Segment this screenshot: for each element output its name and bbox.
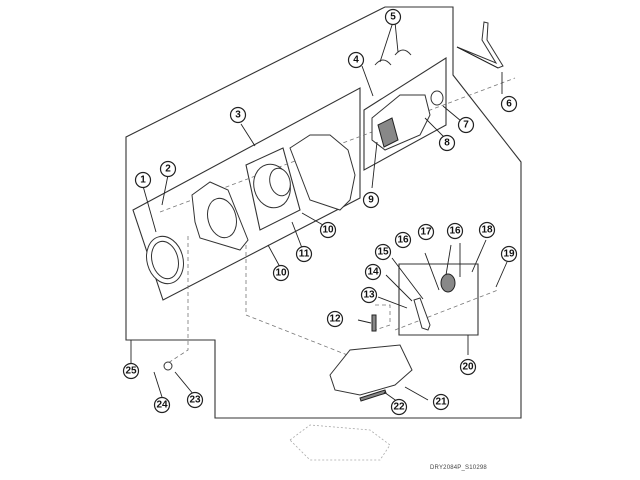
- callout-10-lower[interactable]: 10: [272, 264, 290, 282]
- svg-text:16: 16: [397, 235, 409, 246]
- svg-text:4: 4: [353, 55, 359, 66]
- callout-16-left[interactable]: 16: [394, 231, 412, 249]
- svg-text:6: 6: [506, 99, 512, 110]
- part-4-motor: [371, 94, 431, 151]
- svg-text:21: 21: [435, 397, 447, 408]
- svg-text:17: 17: [420, 227, 432, 238]
- part-cabinet-ghost: [289, 424, 391, 461]
- assembly-line-mount: [164, 236, 189, 366]
- part-12-spring: [371, 314, 377, 332]
- callout-16-right[interactable]: 16: [446, 222, 464, 240]
- outer-assembly-frame: [125, 6, 522, 419]
- svg-text:3: 3: [235, 110, 241, 121]
- callout-20[interactable]: 20: [459, 358, 477, 376]
- callout-14[interactable]: 14: [364, 263, 382, 281]
- part-blower-housing-front: [289, 134, 356, 211]
- assembly-line-idler: [394, 289, 499, 331]
- part-5-clamps: [374, 49, 412, 66]
- callout-4[interactable]: 4: [347, 51, 365, 69]
- callout-15[interactable]: 15: [374, 243, 392, 261]
- callout-8[interactable]: 8: [438, 134, 456, 152]
- callout-11[interactable]: 11: [295, 245, 313, 263]
- svg-text:11: 11: [299, 249, 310, 260]
- svg-text:1: 1: [140, 175, 146, 186]
- part-14-idler-arm: [413, 297, 431, 331]
- callout-10-upper[interactable]: 10: [319, 221, 337, 239]
- svg-text:18: 18: [481, 225, 493, 236]
- part-7-pulley: [430, 90, 444, 106]
- callout-17[interactable]: 17: [417, 223, 435, 241]
- drawing-code: DRY2084P_S10298: [430, 465, 487, 471]
- svg-text:9: 9: [368, 195, 374, 206]
- svg-text:8: 8: [444, 138, 450, 149]
- svg-text:23: 23: [189, 395, 201, 406]
- part-blower-housing-back: [191, 181, 249, 251]
- callout-22[interactable]: 22: [390, 398, 408, 416]
- callout-12[interactable]: 12: [326, 310, 344, 328]
- callout-6[interactable]: 6: [500, 95, 518, 113]
- assembly-line-12: [374, 304, 391, 331]
- callout-5[interactable]: 5: [384, 8, 402, 26]
- svg-text:22: 22: [393, 402, 405, 413]
- svg-text:19: 19: [503, 249, 515, 260]
- callout-19[interactable]: 19: [500, 245, 518, 263]
- callout-3[interactable]: 3: [229, 106, 247, 124]
- callout-1[interactable]: 1: [134, 171, 152, 189]
- svg-text:14: 14: [367, 267, 379, 278]
- part-1-seal-ring: [146, 235, 184, 285]
- assembly-line-base: [245, 245, 361, 361]
- callout-23[interactable]: 23: [186, 391, 204, 409]
- svg-text:15: 15: [377, 247, 389, 258]
- svg-text:10: 10: [322, 225, 334, 236]
- callout-9[interactable]: 9: [362, 191, 380, 209]
- part-6-wrench: [456, 21, 504, 69]
- svg-text:24: 24: [156, 400, 168, 411]
- svg-text:20: 20: [462, 362, 474, 373]
- blower-wheel-frame: [245, 147, 301, 231]
- part-17-idler-pulley: [440, 273, 456, 293]
- idler-assembly-frame: [398, 263, 479, 336]
- svg-text:10: 10: [275, 268, 287, 279]
- callout-24[interactable]: 24: [153, 396, 171, 414]
- part-23-grommet: [163, 361, 173, 371]
- part-22-motor-base: [329, 344, 413, 402]
- callout-21[interactable]: 21: [432, 393, 450, 411]
- callout-18[interactable]: 18: [478, 221, 496, 239]
- svg-text:2: 2: [165, 164, 171, 175]
- svg-text:16: 16: [449, 226, 461, 237]
- svg-text:12: 12: [329, 314, 341, 325]
- callout-25[interactable]: 25: [122, 362, 140, 380]
- svg-text:7: 7: [463, 120, 469, 131]
- callout-2[interactable]: 2: [159, 160, 177, 178]
- svg-text:13: 13: [363, 290, 375, 301]
- callout-13[interactable]: 13: [360, 286, 378, 304]
- motor-frame: [363, 56, 447, 171]
- svg-text:5: 5: [390, 12, 396, 23]
- callout-7[interactable]: 7: [457, 116, 475, 134]
- svg-text:25: 25: [125, 366, 137, 377]
- part-11-blower-wheel: [253, 163, 291, 209]
